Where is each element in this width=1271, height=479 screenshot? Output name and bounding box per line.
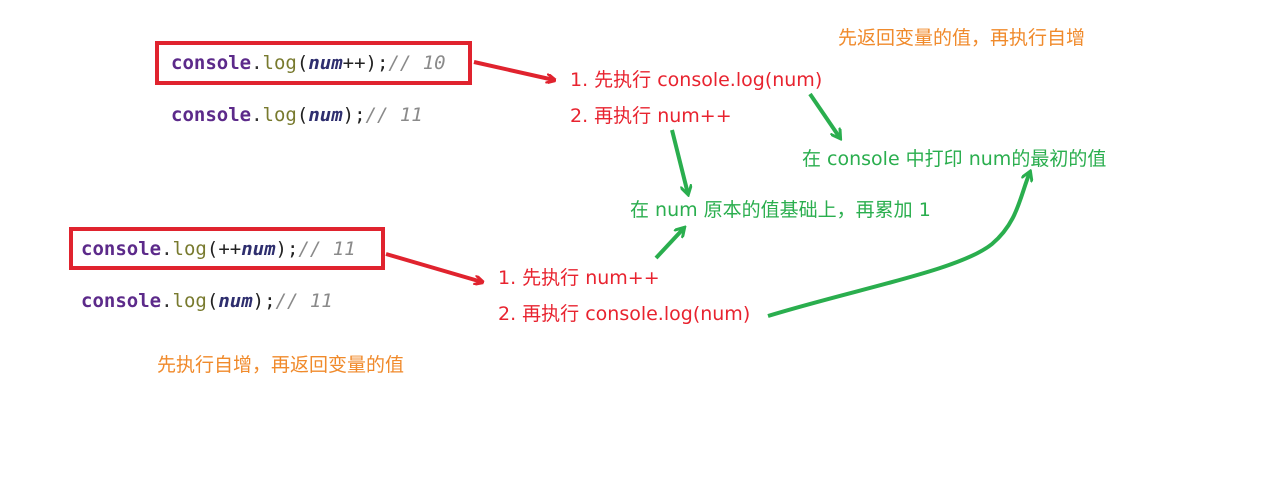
code-variable: num (308, 52, 343, 74)
code-line-post-increment: console.log(num++);// 10 (171, 51, 446, 75)
pre-increment-highlight-box (69, 227, 385, 270)
code-open-paren: ( (206, 290, 219, 312)
code-object: console (81, 238, 162, 260)
green-arrow-up-to-add (654, 228, 684, 260)
code-comment: // 11 (275, 290, 333, 312)
green-arrow-to-print (808, 92, 840, 138)
code-open-paren: ( (296, 52, 309, 74)
code-dot: . (251, 52, 263, 74)
code-variable: num (308, 104, 343, 126)
code-operator: ++ (342, 52, 366, 74)
post-step-1: 1. 先执行 console.log(num) (570, 69, 823, 91)
code-open-paren: ( (206, 238, 219, 260)
post-increment-highlight-box (155, 41, 472, 85)
code-object: console (171, 104, 252, 126)
code-function: log (172, 290, 207, 312)
code-function: log (262, 52, 297, 74)
code-variable: num (218, 290, 253, 312)
code-comment: // 10 (388, 52, 446, 74)
code-close-paren: ); (252, 290, 276, 312)
code-operator: ++ (218, 238, 242, 260)
red-arrow-bottom (385, 252, 482, 282)
code-open-paren: ( (296, 104, 309, 126)
code-dot: . (161, 238, 173, 260)
code-line-log-after-post: console.log(num);// 11 (171, 103, 423, 127)
code-function: log (262, 104, 297, 126)
code-dot: . (161, 290, 173, 312)
pre-step-1: 1. 先执行 num++ (498, 267, 660, 289)
code-object: console (171, 52, 252, 74)
red-arrow-top (473, 60, 554, 80)
code-line-pre-increment: console.log(++num);// 11 (81, 237, 356, 261)
code-close-paren: ); (365, 52, 389, 74)
pre-increment-title: 先执行自增，再返回变量的值 (157, 354, 405, 376)
code-dot: . (251, 104, 263, 126)
post-increment-title: 先返回变量的值，再执行自增 (838, 27, 1086, 49)
green-note-print-initial: 在 console 中打印 num的最初的值 (802, 148, 1107, 170)
code-comment: // 11 (298, 238, 356, 260)
code-line-log-after-pre: console.log(num);// 11 (81, 289, 333, 313)
green-curve-to-print (767, 172, 1030, 318)
green-arrow-to-add (670, 129, 688, 194)
pre-step-2: 2. 再执行 console.log(num) (498, 303, 751, 325)
code-close-paren: ); (275, 238, 299, 260)
code-object: console (81, 290, 162, 312)
code-function: log (172, 238, 207, 260)
code-comment: // 11 (365, 104, 423, 126)
code-variable: num (241, 238, 276, 260)
code-close-paren: ); (342, 104, 366, 126)
green-note-add-one: 在 num 原本的值基础上，再累加 1 (630, 199, 931, 221)
post-step-2: 2. 再执行 num++ (570, 105, 732, 127)
